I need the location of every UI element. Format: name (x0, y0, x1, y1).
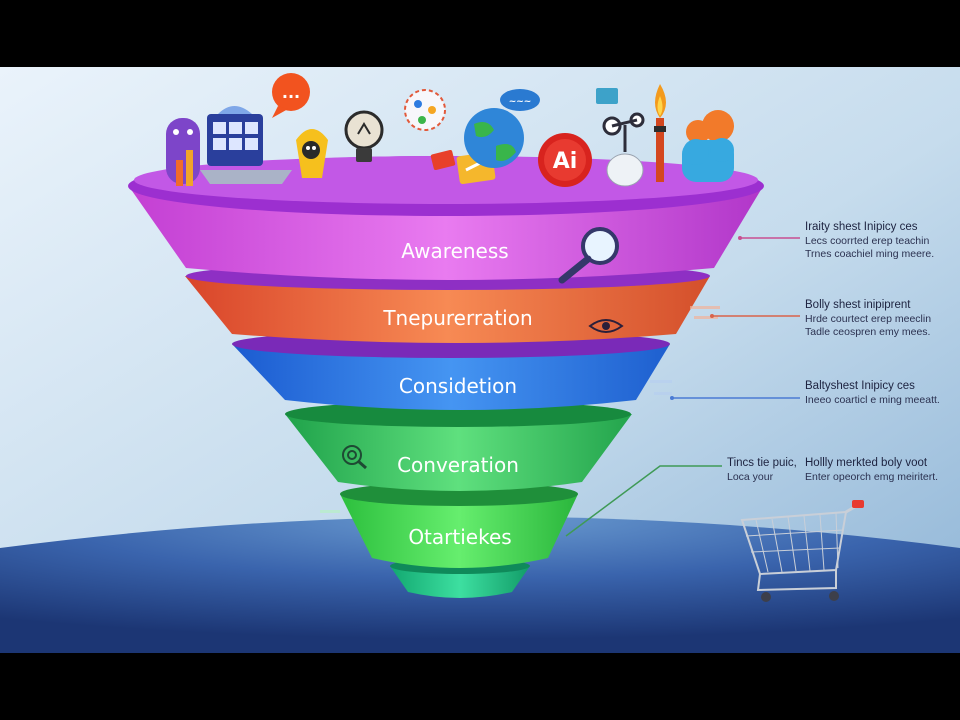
shopping-cart-icon (740, 500, 864, 602)
annotation-2-line-2: Tadle ceospren emy mees. (805, 326, 930, 338)
cloud-icon (682, 110, 734, 182)
speech-bubble-icon: ... (272, 73, 310, 118)
funnel-tip (390, 566, 530, 598)
robot-arm-icon (596, 88, 645, 187)
eye-icon (588, 319, 624, 333)
annotation-3-title: Baltyshest Inipicy ces (805, 380, 915, 392)
annotation-4: Hollly merkted boly voot Enter opeorch e… (805, 457, 938, 483)
annotation-1: Iraity shest Inipicy ces Lecs coorrted e… (805, 221, 934, 260)
stage-label-3: Considetion (399, 374, 517, 398)
connectors (565, 236, 800, 537)
funnel-stage-2 (185, 276, 710, 343)
ai-badge-icon: Ai (538, 133, 592, 187)
annotation-1-line-2: Trnes coachiel ming meere. (805, 248, 934, 260)
side-note-title: Tincs tie puic, (727, 457, 797, 469)
annotation-1-line-1: Lecs coorrted erep teachin (805, 235, 929, 247)
stage-label-2: Tnepurerration (382, 306, 532, 330)
funnel-stage-5 (340, 494, 578, 568)
torch-icon (654, 84, 666, 182)
annotation-3-line-1: Ineeo coarticl e ming meeatt. (805, 394, 940, 406)
side-note-subtitle: Loca your (727, 471, 774, 483)
side-note: Tincs tie puic, Loca your (727, 457, 797, 483)
annotation-2-line-1: Hrde courtect erep meeclin (805, 313, 931, 325)
annotation-1-title: Iraity shest Inipicy ces (805, 221, 918, 233)
annotation-3: Baltyshest Inipicy ces Ineeo coarticl e … (805, 380, 940, 406)
funnel-stage-3 (232, 344, 670, 410)
funnel: Awareness Tnepurerration Considetion Con… (128, 156, 764, 598)
annotation-2: Bolly shest inipiprent Hrde courtect ere… (805, 299, 931, 338)
stage-label-1: Awareness (401, 239, 508, 263)
network-icon (404, 89, 446, 131)
connector-4 (565, 465, 722, 537)
annotation-4-title: Hollly merkted boly voot (805, 457, 928, 469)
motion-streaks (320, 306, 720, 513)
svg-text:...: ... (282, 83, 300, 102)
stage-label-4: Converation (397, 453, 519, 477)
svg-text:~~~: ~~~ (509, 97, 532, 107)
annotation-2-title: Bolly shest inipiprent (805, 299, 911, 311)
bar-chart-icon (166, 118, 200, 186)
target-icon (342, 445, 367, 470)
globe-icon: ~~~ (464, 89, 540, 168)
magnifier-icon (558, 227, 619, 284)
svg-text:Ai: Ai (553, 149, 578, 174)
laptop-icon (200, 106, 292, 184)
robot-icon (296, 129, 328, 178)
annotation-4-line-1: Enter opeorch emg meiritert. (805, 471, 938, 483)
stage-label-5: Otartiekes (408, 525, 511, 549)
funnel-stage-4 (285, 414, 632, 491)
funnel-top-surface (134, 156, 758, 204)
lightbulb-icon (344, 110, 384, 162)
